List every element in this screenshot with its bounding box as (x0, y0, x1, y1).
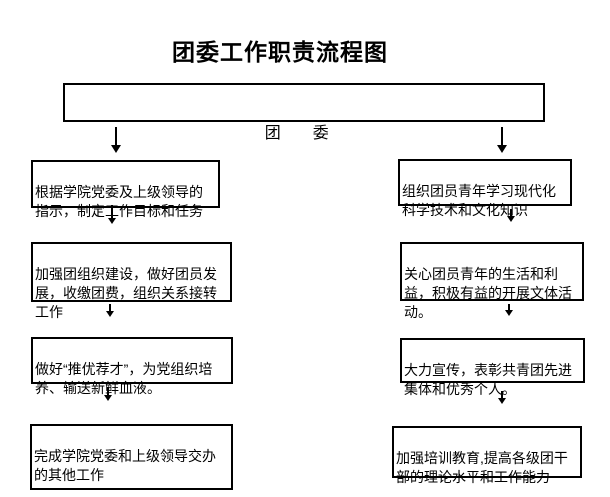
right-box-3-training-education: 加强培训教育,提高各级团干 部的理论水平和工作能力 (392, 426, 582, 485)
arrow-shaft (510, 209, 512, 216)
right-box-2-text: 大力宣传，表彰共青团先进 集体和优秀个人。 (404, 362, 572, 397)
arrow-shaft (107, 387, 109, 395)
down-arrow-right-0-1-icon (507, 209, 515, 222)
down-arrow-right-2-3-icon (498, 391, 506, 404)
left-box-0-text: 根据学院党委及上级领导的 指示，制定工作目标和任务 (35, 184, 203, 219)
arrow-head (505, 310, 513, 316)
right-box-1-text: 关心团员青年的生活和利 益，积极有益的开展文体活 动。 (404, 266, 572, 320)
left-box-3-other-work: 完成学院党委和上级领导交办 的其他工作 (30, 424, 233, 490)
right-box-0-text: 组织团员青年学习现代化 科学技术和文化知识 (402, 183, 556, 218)
right-box-3-text: 加强培训教育,提高各级团干 部的理论水平和工作能力 (396, 450, 568, 485)
left-box-3-text: 完成学院党委和上级领导交办 的其他工作 (34, 448, 216, 483)
arrow-head (104, 395, 112, 401)
right-box-1-care-members: 关心团员青年的生活和利 益，积极有益的开展文体活 动。 (400, 242, 584, 320)
left-box-1-organization-building: 加强团组织建设，做好团员发 展，收缴团费，组织关系接转 工作 (31, 242, 232, 320)
arrow-shaft (115, 127, 117, 145)
arrow-head (507, 216, 515, 222)
down-arrow-root-to-left-icon (111, 127, 121, 153)
left-box-1-text: 加强团组织建设，做好团员发 展，收缴团费，组织关系接转 工作 (35, 266, 217, 320)
right-box-0-study-knowledge: 组织团员青年学习现代化 科学技术和文化知识 (398, 159, 572, 218)
root-box-youth-league-committee: 团 委 (63, 83, 545, 142)
left-box-2-text: 做好“推优荐才”，为党组织培 养、输送新鲜血液。 (35, 361, 213, 396)
arrow-head (108, 218, 116, 224)
arrow-shaft (501, 391, 503, 398)
arrow-shaft (111, 205, 113, 218)
down-arrow-left-2-3-icon (104, 387, 112, 401)
arrow-shaft (109, 304, 111, 311)
arrow-head (106, 311, 114, 317)
left-box-2-recommend-talent: 做好“推优荐才”，为党组织培 养、输送新鲜血液。 (31, 337, 233, 396)
page-title: 团委工作职责流程图 (172, 39, 388, 65)
right-box-2-publicity-awards: 大力宣传，表彰共青团先进 集体和优秀个人。 (400, 338, 585, 397)
down-arrow-right-1-2-icon (505, 304, 513, 316)
down-arrow-root-to-right-icon (497, 127, 507, 153)
arrow-shaft (508, 304, 510, 310)
left-box-0-set-goals: 根据学院党委及上级领导的 指示，制定工作目标和任务 (31, 160, 220, 219)
arrow-head (498, 398, 506, 404)
root-box-label: 团 委 (264, 125, 329, 142)
arrow-shaft (501, 127, 503, 145)
down-arrow-left-0-1-icon (108, 205, 116, 224)
arrow-head (111, 145, 121, 153)
down-arrow-left-1-2-icon (106, 304, 114, 317)
arrow-head (497, 145, 507, 153)
